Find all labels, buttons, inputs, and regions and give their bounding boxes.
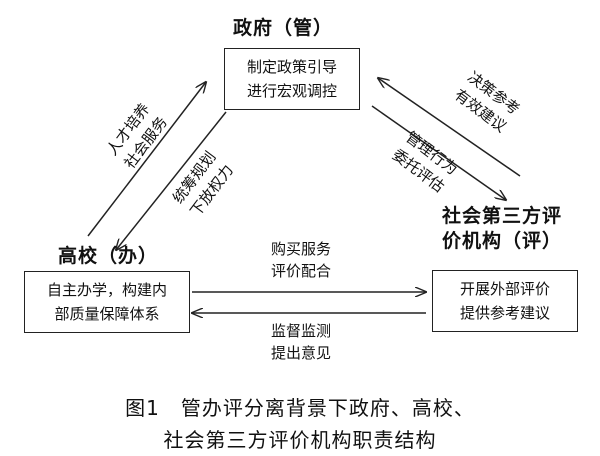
third-party-box: 开展外部评价 提供参考建议 bbox=[432, 270, 578, 332]
university-line-1: 自主办学，构建内 bbox=[46, 281, 167, 299]
third-party-title-line-1: 社会第三方评 bbox=[442, 205, 563, 227]
third-party-title-line-2: 价机构（评） bbox=[442, 230, 563, 252]
government-box: 制定政策引导 进行宏观调控 bbox=[224, 48, 360, 110]
third-party-line-2: 提供参考建议 bbox=[459, 304, 550, 322]
university-title: 高校（办） bbox=[58, 245, 159, 267]
third-party-title: 社会第三方评 价机构（评） bbox=[442, 204, 562, 254]
arrow-gov-to-uni bbox=[116, 111, 227, 250]
label-uni-to-third: 购买服务 评价配合 bbox=[270, 240, 331, 280]
government-title: 政府（管） bbox=[233, 17, 334, 39]
figure-caption-line-2: 社会第三方评价机构职责结构 bbox=[163, 428, 437, 452]
government-line-1: 制定政策引导 bbox=[246, 58, 337, 76]
arrow-uni-to-gov bbox=[87, 82, 206, 237]
university-box: 自主办学，构建内 部质量保障体系 bbox=[24, 271, 190, 333]
figure-caption-line-1: 图1 管办评分离背景下政府、高校、 bbox=[125, 396, 475, 420]
label-third-to-uni: 监督监测 提出意见 bbox=[270, 322, 331, 362]
arrow-third-to-gov bbox=[378, 78, 521, 177]
arrow-gov-to-third bbox=[371, 105, 506, 200]
government-line-2: 进行宏观调控 bbox=[246, 82, 337, 100]
university-line-2: 部质量保障体系 bbox=[54, 305, 160, 323]
third-party-line-1: 开展外部评价 bbox=[459, 280, 550, 298]
